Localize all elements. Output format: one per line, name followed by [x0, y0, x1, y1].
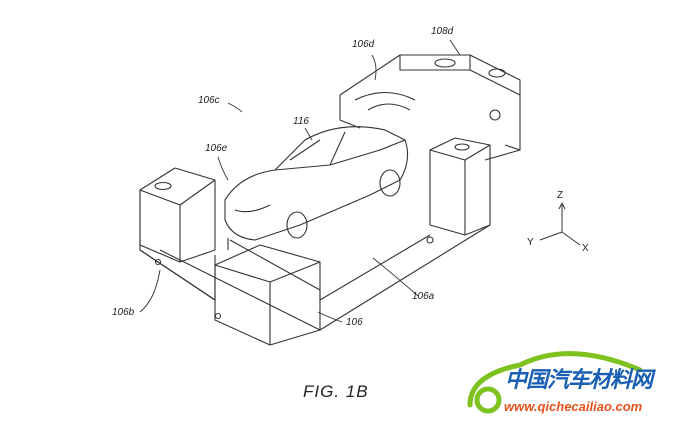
leader-lines — [139, 39, 461, 323]
watermark-name: 中国汽车材料网 — [505, 367, 653, 392]
axis-triad — [539, 202, 581, 246]
label-106: 106 — [346, 317, 363, 328]
label-106a: 106a — [412, 291, 435, 302]
axis-label-x: X — [582, 243, 589, 254]
label-108d: 108d — [431, 26, 454, 37]
axis-label-z: Z — [557, 190, 564, 201]
watermark-logo — [467, 351, 643, 414]
label-106d: 106d — [352, 39, 375, 50]
right-post — [429, 137, 491, 236]
axis-label-y: Y — [527, 237, 534, 248]
front-block — [214, 244, 321, 346]
vehicle — [224, 126, 409, 250]
base-plate — [139, 190, 491, 331]
rear-support-block — [339, 54, 521, 161]
label-116: 116 — [293, 116, 309, 127]
label-106e: 106e — [205, 143, 228, 154]
label-106c: 106c — [198, 95, 220, 106]
figure-caption: FIG. 1B — [303, 382, 369, 401]
watermark-url: www.qichecailiao.com — [504, 399, 643, 414]
left-post — [139, 167, 216, 263]
label-106b: 106b — [112, 307, 135, 318]
